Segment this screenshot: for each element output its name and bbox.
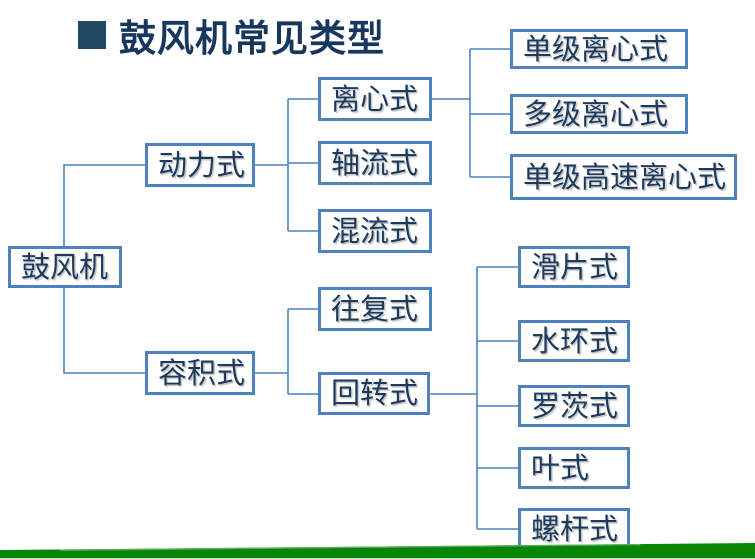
node-multi-stage-centrifugal: 多级离心式 [510, 94, 688, 134]
node-vane: 叶式 [518, 447, 630, 489]
node-water-ring: 水环式 [518, 320, 630, 362]
node-single-stage-high-speed-centrifugal: 单级高速离心式 [510, 154, 737, 200]
square-bullet-icon [78, 21, 106, 49]
footer-swoosh [0, 543, 755, 559]
node-sliding-vane: 滑片式 [518, 246, 630, 288]
node-roots: 罗茨式 [518, 385, 630, 427]
node-reciprocating: 往复式 [318, 287, 432, 331]
node-dynamic: 动力式 [145, 143, 255, 187]
node-rotary: 回转式 [318, 372, 430, 415]
node-screw: 螺杆式 [518, 508, 630, 550]
node-mixed-flow: 混流式 [318, 209, 432, 253]
page-title: 鼓风机常见类型 [78, 8, 385, 62]
page-title-text: 鼓风机常见类型 [119, 16, 385, 60]
node-positive-displacement: 容积式 [145, 351, 255, 395]
node-centrifugal: 离心式 [318, 77, 432, 121]
node-blower: 鼓风机 [8, 246, 122, 288]
node-axial-flow: 轴流式 [318, 141, 432, 185]
node-single-stage-centrifugal: 单级离心式 [510, 29, 688, 69]
